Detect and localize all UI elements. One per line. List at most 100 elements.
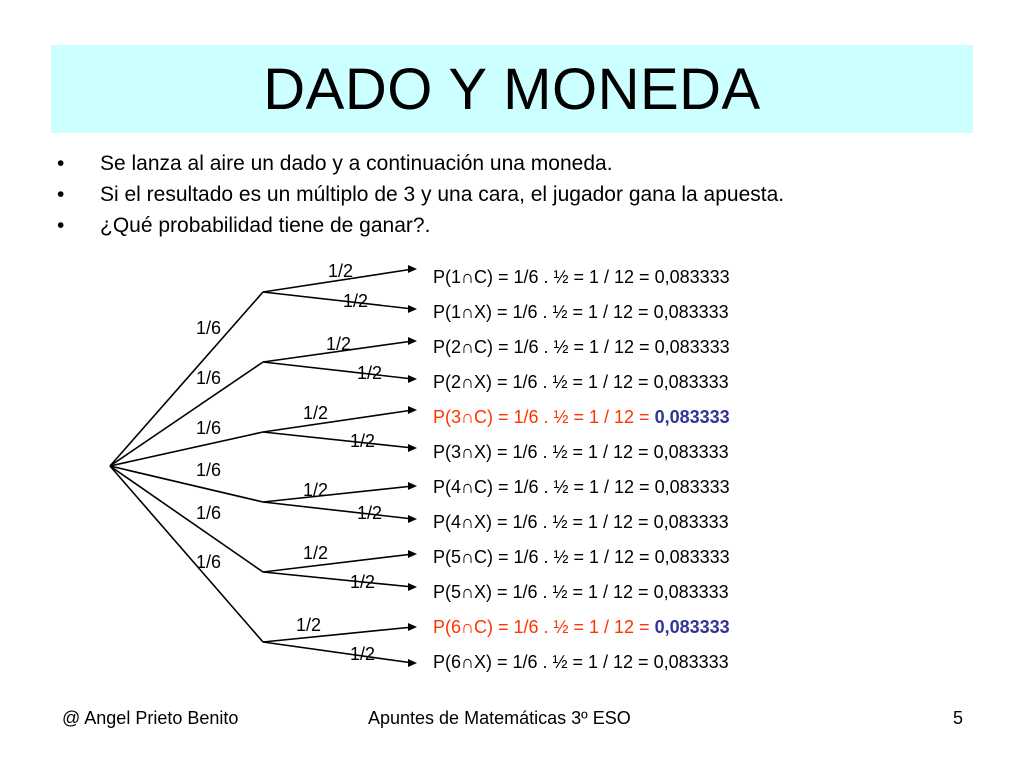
outcome-value: 0,083333: [653, 442, 729, 462]
first-level-branch: [109, 291, 264, 467]
outcome-row: P(6∩C) = 1/6 . ½ = 1 / 12 = 0,083333: [433, 614, 730, 649]
arrow-head-icon: [408, 375, 417, 383]
outcome-row: P(1∩C) = 1/6 . ½ = 1 / 12 = 0,083333: [433, 264, 730, 299]
second-level-branch: [262, 431, 414, 449]
outcome-row: P(4∩X) = 1/6 . ½ = 1 / 12 = 0,083333: [433, 509, 730, 544]
outcome-row: P(5∩C) = 1/6 . ½ = 1 / 12 = 0,083333: [433, 544, 730, 579]
footer-page-number: 5: [953, 708, 964, 728]
bullet-item: • ¿Qué probabilidad tiene de ganar?.: [57, 210, 784, 241]
arrow-head-icon: [408, 265, 417, 273]
arrow-head-icon: [408, 659, 417, 667]
outcome-row: P(3∩C) = 1/6 . ½ = 1 / 12 = 0,083333: [433, 404, 730, 439]
second-level-branch: [262, 501, 414, 520]
first-level-branch: [109, 431, 264, 467]
arrow-head-icon: [408, 623, 417, 631]
second-level-branch: [262, 409, 414, 433]
outcome-value: 0,083333: [653, 302, 729, 322]
title-band: DADO Y MONEDA: [51, 45, 973, 133]
second-level-branch: [262, 571, 414, 588]
first-level-probability: 1/6: [196, 460, 222, 480]
slide-title: DADO Y MONEDA: [263, 56, 761, 122]
first-level-branch: [109, 465, 264, 503]
second-level-probability: 1/2: [350, 431, 376, 451]
outcome-value: 0,083333: [654, 267, 730, 287]
bullet-dot: •: [57, 214, 65, 237]
bullet-list: • Se lanza al aire un dado y a continuaci…: [57, 148, 784, 241]
arrow-head-icon: [408, 550, 417, 558]
outcome-value: 0,083333: [654, 407, 730, 427]
second-level-probability: 1/2: [350, 572, 376, 592]
outcome-value: 0,083333: [653, 582, 729, 602]
first-level-probability: 1/6: [196, 418, 222, 438]
second-level-probability: 1/2: [326, 334, 352, 354]
outcome-value: 0,083333: [653, 372, 729, 392]
bullet-text: Se lanza al aire un dado y a continuació…: [100, 152, 613, 175]
outcome-value: 0,083333: [654, 617, 730, 637]
bullet-dot: •: [57, 183, 65, 206]
bullet-item: • Si el resultado es un múltiplo de 3 y u…: [57, 179, 784, 210]
outcome-value: 0,083333: [654, 477, 730, 497]
arrow-head-icon: [408, 337, 417, 345]
second-level-branch: [262, 361, 414, 380]
second-level-branch: [262, 340, 414, 363]
outcome-expression: P(4∩X) = 1/6 . ½ = 1 / 12 =: [433, 512, 654, 532]
outcome-value: 0,083333: [654, 547, 730, 567]
second-level-branch: [262, 626, 414, 643]
arrow-head-icon: [408, 444, 417, 452]
bullet-text: ¿Qué probabilidad tiene de ganar?.: [100, 214, 431, 237]
arrow-head-icon: [408, 515, 417, 523]
footer-author: @ Angel Prieto Benito: [62, 708, 239, 728]
second-level-probability: 1/2: [303, 543, 329, 563]
outcome-row: P(2∩C) = 1/6 . ½ = 1 / 12 = 0,083333: [433, 334, 730, 369]
first-level-branch: [109, 465, 264, 643]
second-level-branch: [262, 485, 414, 503]
outcome-row: P(5∩X) = 1/6 . ½ = 1 / 12 = 0,083333: [433, 579, 730, 614]
outcome-value: 0,083333: [654, 337, 730, 357]
outcome-expression: P(3∩C) = 1/6 . ½ = 1 / 12 =: [433, 407, 655, 427]
second-level-probability: 1/2: [357, 503, 383, 523]
first-level-probability: 1/6: [196, 552, 222, 572]
outcome-row: P(1∩X) = 1/6 . ½ = 1 / 12 = 0,083333: [433, 299, 730, 334]
second-level-probability: 1/2: [357, 363, 383, 383]
first-level-branch: [109, 465, 264, 573]
second-level-probability: 1/2: [303, 403, 329, 423]
second-level-branch: [262, 553, 414, 573]
outcome-expression: P(5∩C) = 1/6 . ½ = 1 / 12 =: [433, 547, 655, 567]
outcome-expression: P(3∩X) = 1/6 . ½ = 1 / 12 =: [433, 442, 654, 462]
first-level-probability: 1/6: [196, 318, 222, 338]
outcome-expression: P(1∩X) = 1/6 . ½ = 1 / 12 =: [433, 302, 654, 322]
outcome-value: 0,083333: [653, 652, 729, 672]
outcome-expression: P(2∩C) = 1/6 . ½ = 1 / 12 =: [433, 337, 655, 357]
second-level-branch: [262, 291, 414, 310]
outcome-expression: P(6∩X) = 1/6 . ½ = 1 / 12 =: [433, 652, 654, 672]
outcome-expression: P(1∩C) = 1/6 . ½ = 1 / 12 =: [433, 267, 655, 287]
outcome-expression: P(6∩C) = 1/6 . ½ = 1 / 12 =: [433, 617, 655, 637]
arrow-head-icon: [408, 583, 417, 591]
outcome-expression: P(5∩X) = 1/6 . ½ = 1 / 12 =: [433, 582, 654, 602]
arrow-head-icon: [408, 305, 417, 313]
bullet-item: • Se lanza al aire un dado y a continuaci…: [57, 148, 784, 179]
bullet-text: Si el resultado es un múltiplo de 3 y un…: [100, 183, 785, 206]
outcome-expression: P(2∩X) = 1/6 . ½ = 1 / 12 =: [433, 372, 654, 392]
second-level-probability: 1/2: [303, 480, 329, 500]
second-level-probability: 1/2: [296, 615, 322, 635]
second-level-branch: [262, 268, 414, 293]
first-level-probability: 1/6: [196, 503, 222, 523]
first-level-probability: 1/6: [196, 368, 222, 388]
first-level-branch: [109, 361, 264, 467]
arrow-head-icon: [408, 406, 417, 414]
bullet-dot: •: [57, 152, 65, 175]
outcome-row: P(3∩X) = 1/6 . ½ = 1 / 12 = 0,083333: [433, 439, 730, 474]
footer-course: Apuntes de Matemáticas 3º ESO: [368, 708, 631, 728]
second-level-probability: 1/2: [350, 644, 376, 664]
outcome-value: 0,083333: [653, 512, 729, 532]
outcome-row: P(4∩C) = 1/6 . ½ = 1 / 12 = 0,083333: [433, 474, 730, 509]
outcome-row: P(6∩X) = 1/6 . ½ = 1 / 12 = 0,083333: [433, 649, 730, 684]
second-level-probability: 1/2: [328, 261, 354, 281]
outcome-expression: P(4∩C) = 1/6 . ½ = 1 / 12 =: [433, 477, 655, 497]
outcome-row: P(2∩X) = 1/6 . ½ = 1 / 12 = 0,083333: [433, 369, 730, 404]
arrow-head-icon: [408, 482, 417, 490]
second-level-probability: 1/2: [343, 291, 369, 311]
